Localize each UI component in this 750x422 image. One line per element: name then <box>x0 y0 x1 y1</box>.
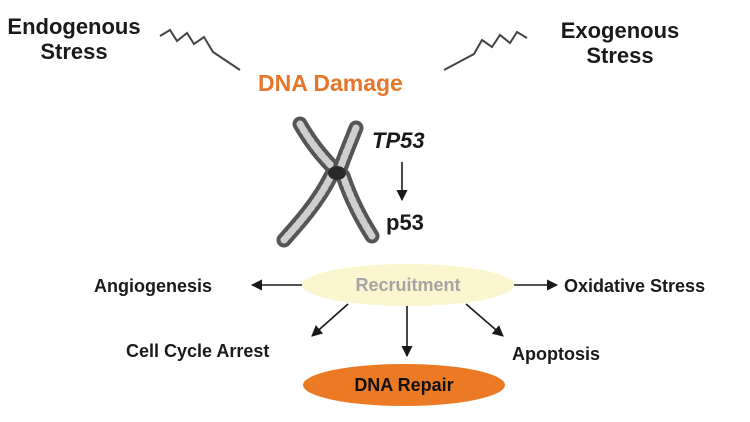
arrow-icon-apoptosis <box>465 303 504 337</box>
apoptosis-label: Apoptosis <box>512 344 600 364</box>
dna-repair-label: DNA Repair <box>354 374 454 395</box>
endogenous-stress-line2: Stress <box>40 39 108 65</box>
lightning-bolt-icon-left <box>159 28 241 71</box>
tp53-gene-label: TP53 <box>372 128 425 153</box>
oxidative-stress-label: Oxidative Stress <box>564 276 706 296</box>
endogenous-stress-line1: Endogenous <box>7 14 141 39</box>
dna-repair-node: DNA Repair <box>303 364 505 406</box>
arrow-icon-cell-cycle-arrest <box>311 303 349 337</box>
recruitment-label: Recruitment <box>355 274 461 295</box>
cell-cycle-arrest-label: Cell Cycle Arrest <box>126 341 270 361</box>
lightning-bolt-icon-right <box>443 30 528 71</box>
dna-damage-label: DNA Damage <box>258 70 403 96</box>
exogenous-stress-label: Exogenous Stress <box>540 18 700 69</box>
angiogenesis-label: Angiogenesis <box>94 276 213 296</box>
chromosome-icon <box>276 116 380 248</box>
endogenous-stress-label: Endogenous Stress <box>0 14 154 65</box>
exogenous-stress-line2: Stress <box>586 43 654 69</box>
exogenous-stress-line1: Exogenous <box>560 18 680 43</box>
p53-protein-label: p53 <box>386 210 424 235</box>
recruitment-node: Recruitment <box>302 264 514 306</box>
